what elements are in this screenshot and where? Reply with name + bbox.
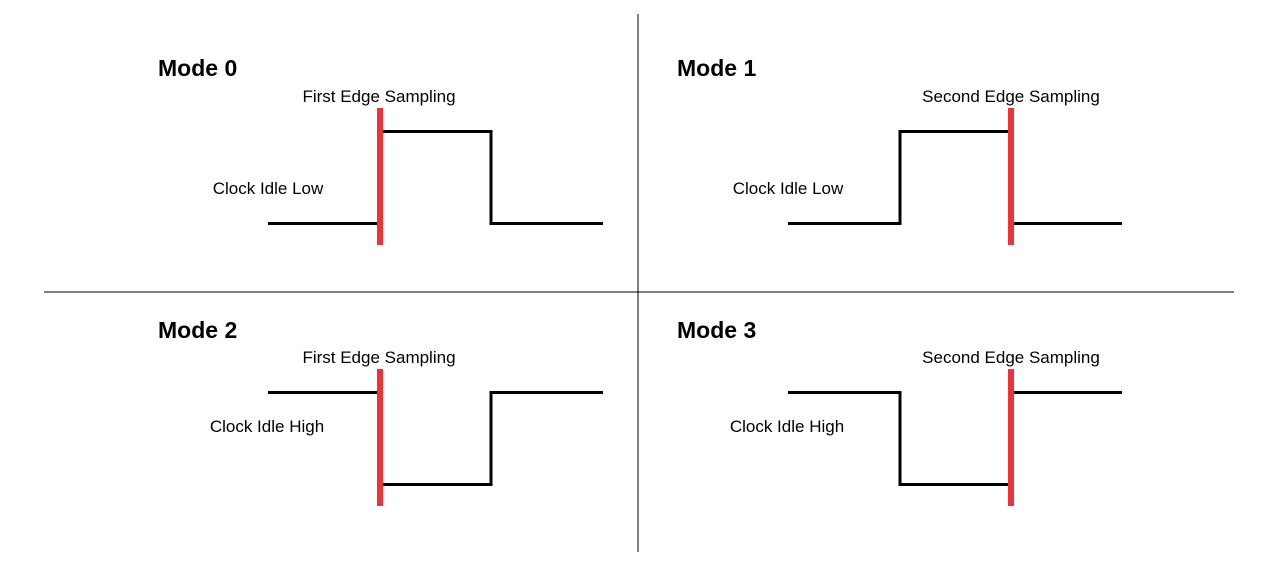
sampling-label: Second Edge Sampling [922,348,1100,367]
panel-mode-2: Mode 2 First Edge Sampling Clock Idle Hi… [158,317,603,506]
sampling-label: Second Edge Sampling [922,87,1100,106]
mode-title: Mode 3 [677,317,756,343]
clock-idle-label: Clock Idle High [210,417,324,436]
clock-waveform [268,391,603,486]
clock-waveform [788,130,1122,225]
panel-mode-1: Mode 1 Second Edge Sampling Clock Idle L… [677,55,1122,245]
sampling-label: First Edge Sampling [302,348,455,367]
panel-mode-3: Mode 3 Second Edge Sampling Clock Idle H… [677,317,1122,506]
clock-idle-label: Clock Idle High [730,417,844,436]
clock-waveform [268,130,603,225]
sampling-label: First Edge Sampling [302,87,455,106]
panel-mode-0: Mode 0 First Edge Sampling Clock Idle Lo… [158,55,603,245]
mode-title: Mode 1 [677,55,756,81]
clock-idle-label: Clock Idle Low [213,179,324,198]
mode-title: Mode 0 [158,55,237,81]
clock-idle-label: Clock Idle Low [733,179,844,198]
clock-waveform [788,391,1122,486]
mode-title: Mode 2 [158,317,237,343]
